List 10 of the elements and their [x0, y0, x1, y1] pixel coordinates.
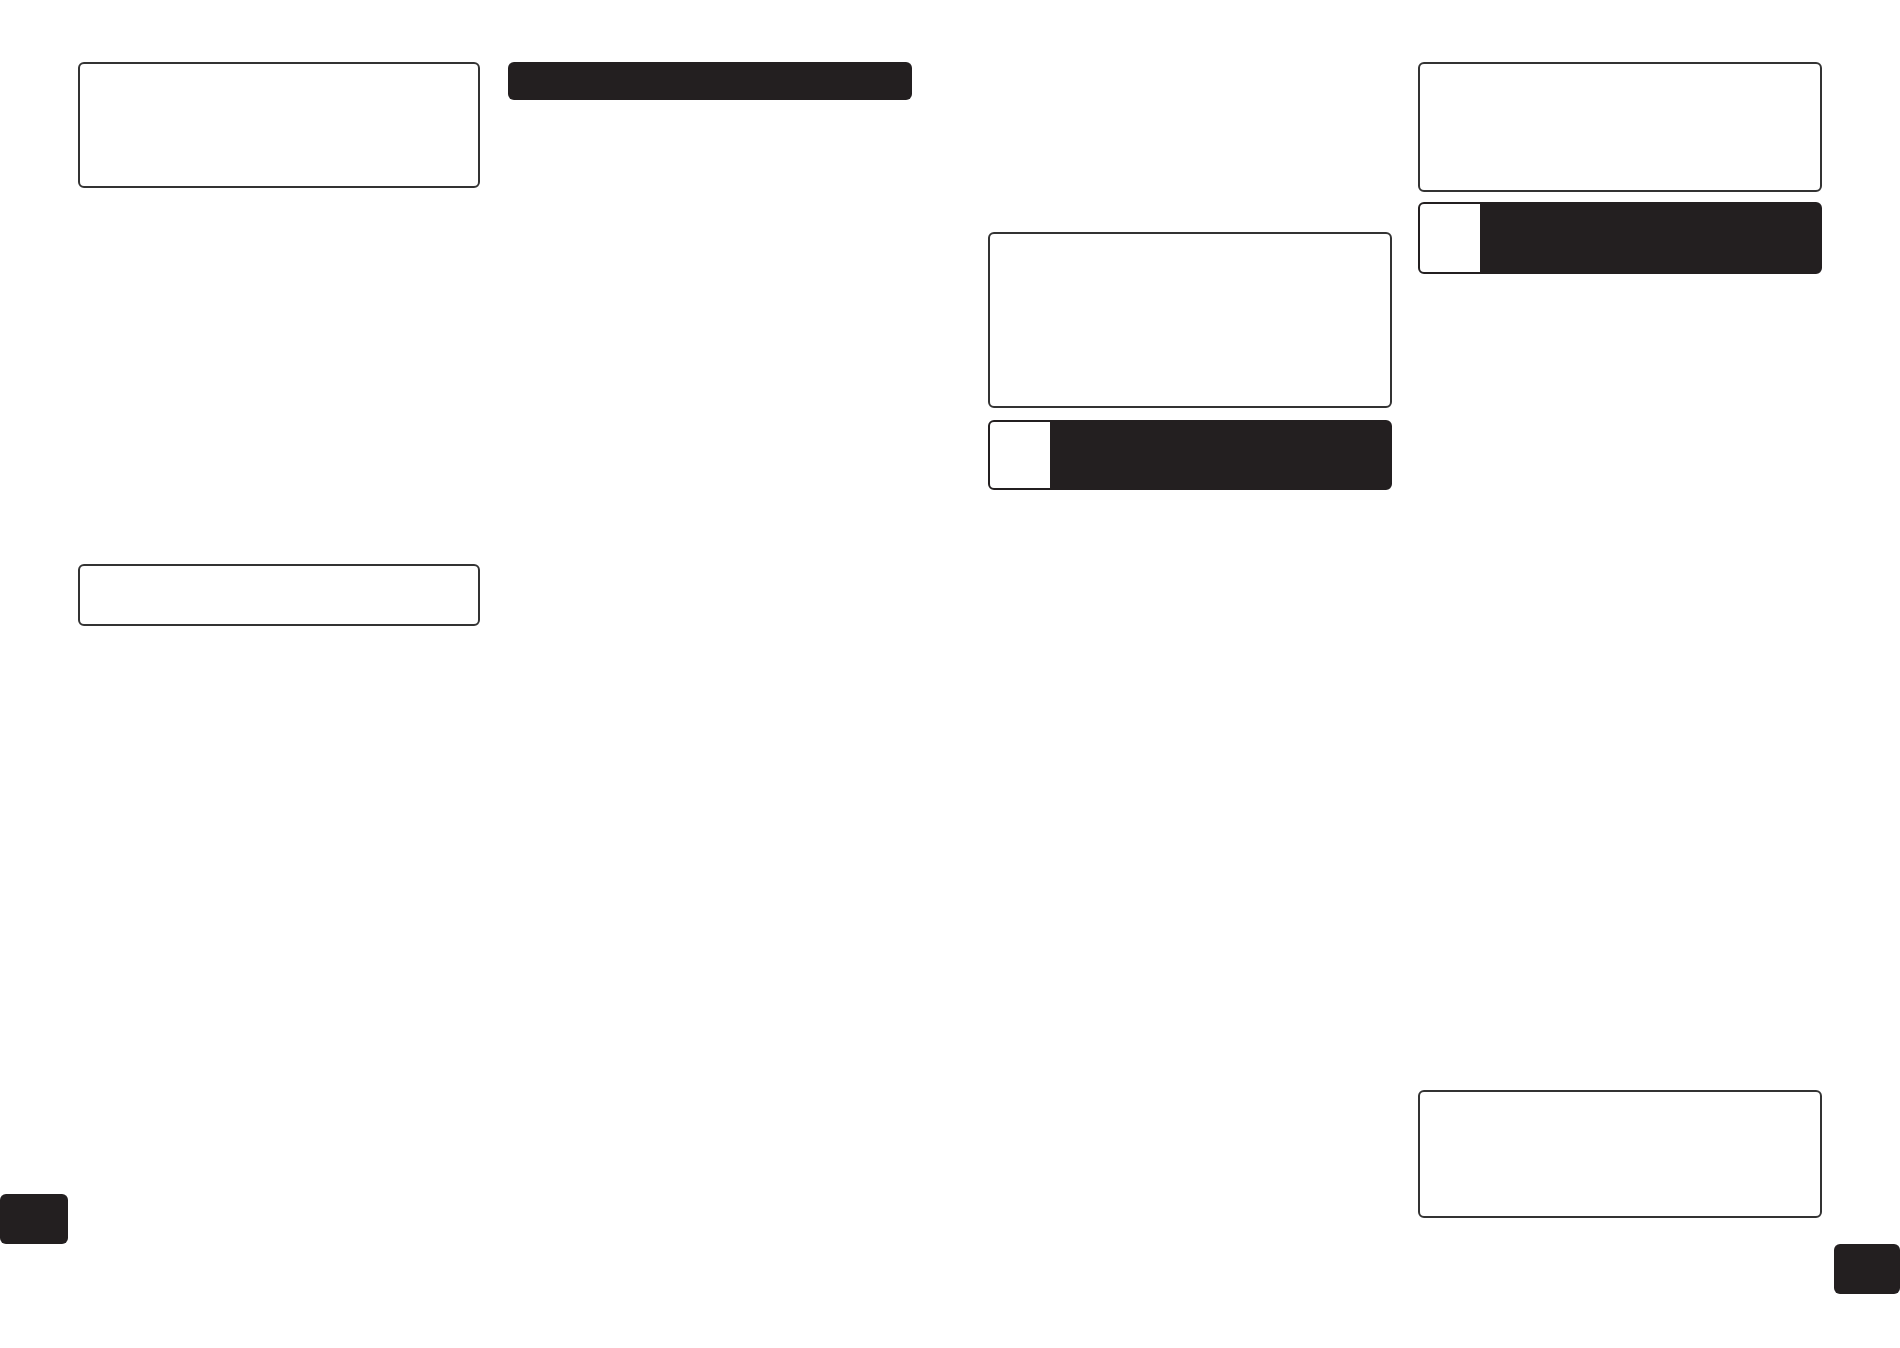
empty-frame: [1418, 1090, 1822, 1218]
page-tab: [1834, 1244, 1900, 1294]
heading-bar: [508, 62, 912, 100]
header-bar: [1418, 202, 1822, 274]
empty-frame: [78, 564, 480, 626]
empty-frame: [78, 62, 480, 188]
header-bar: [988, 420, 1392, 490]
page-tab: [0, 1194, 68, 1244]
empty-frame: [988, 232, 1392, 408]
empty-frame: [1418, 62, 1822, 192]
